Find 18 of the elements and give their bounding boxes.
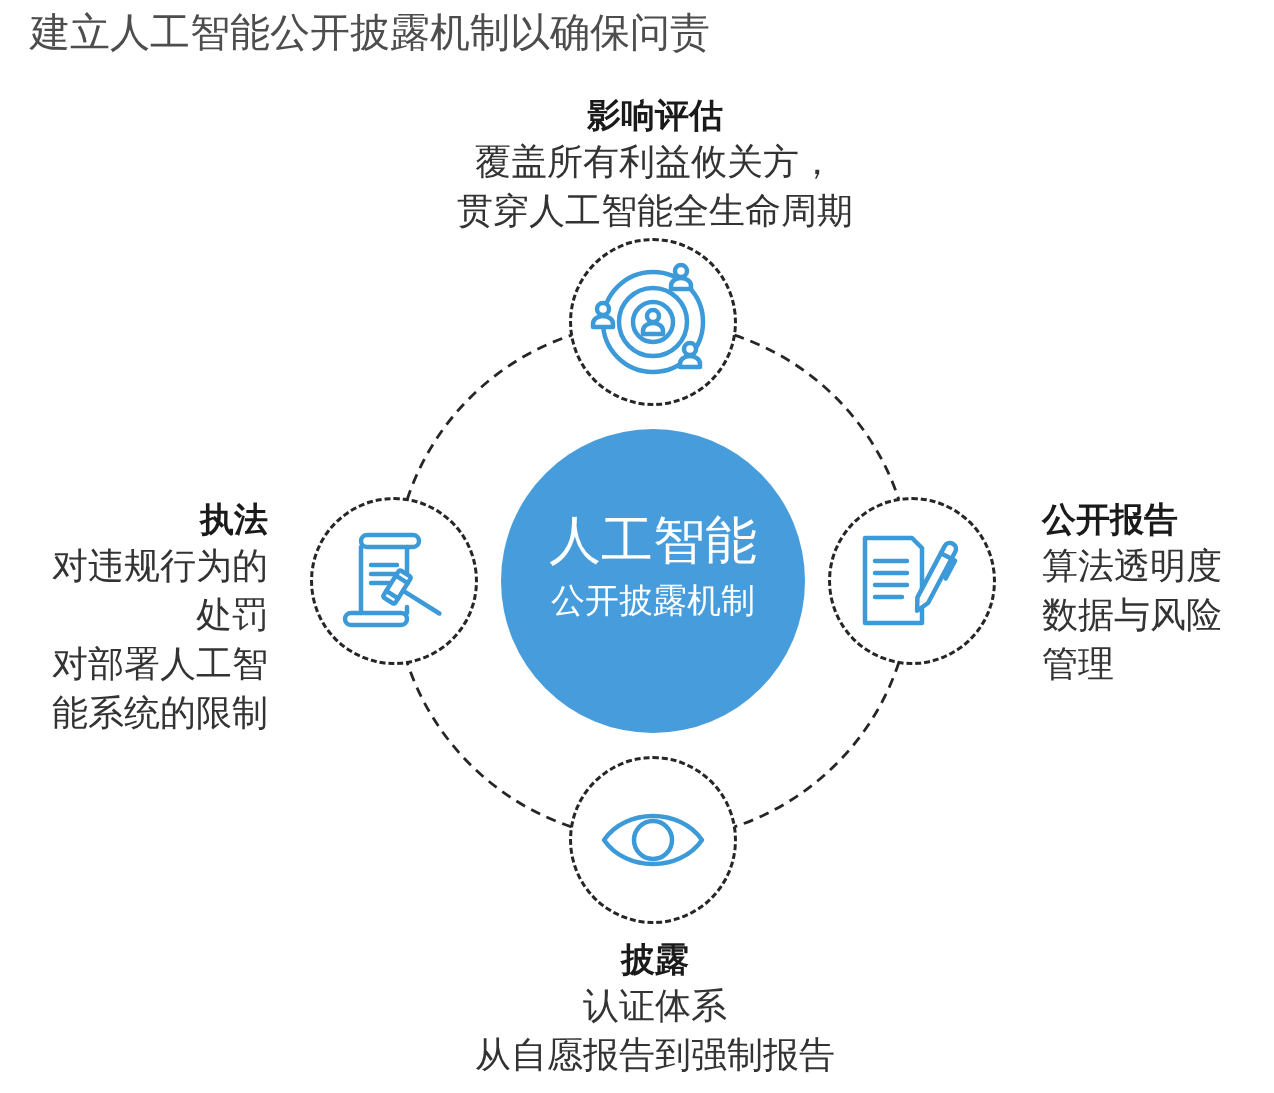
section-heading: 披露 — [621, 938, 689, 981]
dashed-arc — [405, 661, 573, 829]
figure-title: 建立人工智能公开披露机制以确保问责 — [30, 8, 710, 57]
hub-title: 人工智能 — [549, 509, 757, 572]
dashed-arc — [733, 333, 901, 501]
dashed-arc — [733, 661, 901, 829]
description-text: 算法透明度 — [1042, 544, 1222, 588]
description-text: 从自愿报告到强制报告 — [475, 1033, 835, 1077]
description-text: 覆盖所有利益攸关方，贯穿人工智能全生命周期 — [456, 140, 854, 233]
section-heading: 公开报告 — [1042, 498, 1178, 541]
description-text: 对违规行为的处罚 — [51, 544, 268, 637]
description-text: 数据与风险管理 — [1042, 593, 1223, 686]
section-heading: 影响评估 — [587, 94, 723, 137]
dashed-arc — [405, 333, 573, 501]
hub-subtitle: 公开披露机制 — [551, 579, 755, 622]
description-text: 认证体系 — [583, 984, 727, 1028]
section-heading: 执法 — [200, 498, 268, 541]
description-text: 对部署人工智能系统的限制 — [51, 642, 268, 735]
